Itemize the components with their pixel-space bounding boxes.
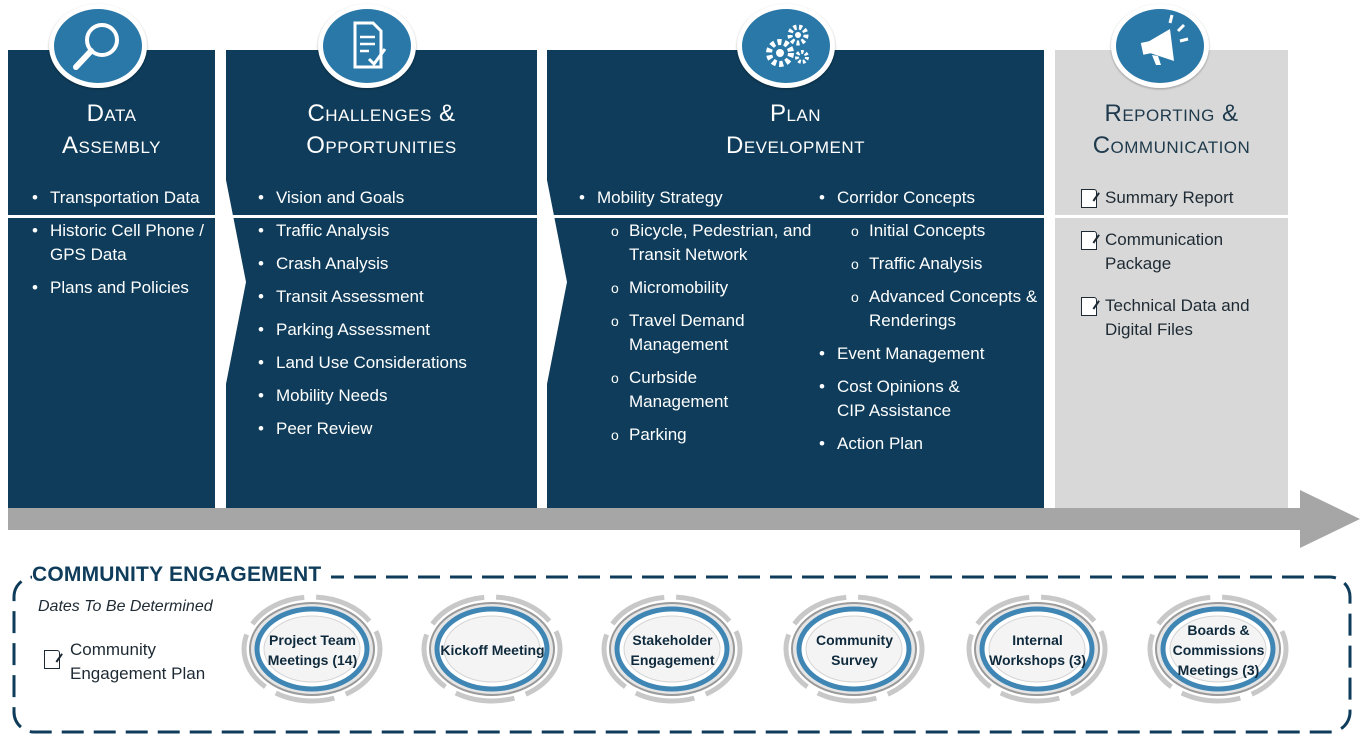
checklist-icon	[318, 4, 416, 88]
list-item: Corridor Concepts	[817, 186, 1041, 210]
chevron-notches	[226, 180, 567, 384]
ring-graphic	[601, 594, 743, 704]
column-plan-development: Plan Development Mobility Strategy Bicyc…	[547, 50, 1044, 508]
meeting-label: Internal Workshops (3)	[989, 631, 1086, 668]
community-engagement-title: COMMUNITY ENGAGEMENT	[32, 563, 332, 587]
list-subitem: Micromobility	[577, 276, 813, 300]
gears-icon	[737, 4, 835, 88]
list-item: Event Management	[817, 342, 1041, 366]
divider	[226, 215, 537, 218]
document-icon	[1081, 189, 1097, 208]
document-icon	[1081, 231, 1097, 250]
meeting-label: Stakeholder Engagement	[630, 631, 715, 668]
list-item: Mobility Needs	[256, 384, 536, 408]
list-item: Crash Analysis	[256, 252, 536, 276]
list-item: Peer Review	[256, 417, 536, 441]
list-subitem: Travel Demand Management	[577, 309, 813, 357]
title-line: Communication	[1092, 132, 1251, 159]
meeting-label: Community Survey	[816, 631, 893, 668]
list-item: Plans and Policies	[30, 276, 210, 300]
item-list-right: Corridor Concepts Initial Concepts Traff…	[817, 186, 1041, 465]
meeting-badge: Kickoff Meeting	[420, 593, 565, 706]
list-item: Transportation Data	[30, 186, 210, 210]
title-line: Development	[725, 132, 866, 159]
column-title: Data Assembly	[8, 98, 215, 162]
list-subitem: Parking	[577, 423, 813, 447]
item-list: Transportation Data Historic Cell Phone …	[30, 186, 210, 309]
column-title: Challenges & Opportunities	[226, 98, 537, 162]
ring-graphic	[966, 594, 1108, 704]
column-data-assembly: Data Assembly Transportation Data Histor…	[8, 50, 215, 508]
list-item: Mobility Strategy	[577, 186, 813, 210]
timeline-arrow	[8, 490, 1360, 548]
list-item: Summary Report	[1081, 186, 1281, 210]
divider	[547, 215, 1044, 218]
ring-graphic	[783, 594, 925, 704]
ring-graphic	[1147, 594, 1289, 704]
meeting-label: Boards & Commissions Meetings (3)	[1172, 621, 1265, 678]
list-item: Vision and Goals	[256, 186, 536, 210]
magnifier-icon	[49, 4, 147, 88]
meeting-badge: Community Survey	[782, 593, 927, 706]
title-line: Challenges &	[307, 100, 456, 127]
ring-graphic	[241, 594, 383, 704]
document-icon	[1081, 297, 1097, 316]
ring-graphic	[421, 594, 563, 704]
title-line: Assembly	[61, 132, 162, 159]
column-reporting: Reporting & Communication Summary Report…	[1055, 50, 1288, 508]
engagement-plan: Community Engagement Plan	[40, 638, 220, 686]
community-engagement-frame	[12, 575, 1352, 734]
list-item: Transit Assessment	[256, 285, 536, 309]
list-item: Traffic Analysis	[256, 219, 536, 243]
title-line: Reporting &	[1104, 100, 1239, 127]
meeting-badge: Project Team Meetings (14)	[240, 593, 385, 706]
document-icon	[44, 650, 60, 669]
item-label: Communication Package	[1105, 230, 1224, 273]
meeting-label: Project Team Meetings (14)	[267, 631, 358, 668]
list-item: Action Plan	[817, 432, 1041, 456]
list-item: Technical Data and Digital Files	[1081, 294, 1281, 342]
meeting-badge: Stakeholder Engagement	[600, 593, 745, 706]
meeting-badge: Boards & Commissions Meetings (3)	[1146, 593, 1291, 706]
list-item: Cost Opinions & CIP Assistance	[817, 375, 987, 423]
list-subitem: Traffic Analysis	[817, 252, 1041, 276]
title-line: Data	[86, 100, 137, 127]
item-list: Vision and Goals Traffic Analysis Crash …	[256, 186, 536, 450]
list-item: Parking Assessment	[256, 318, 536, 342]
item-list-left: Mobility Strategy Bicycle, Pedestrian, a…	[577, 186, 813, 456]
list-subitem: Curbside Management	[577, 366, 779, 414]
item-label: Summary Report	[1105, 188, 1234, 207]
title-line: Plan	[769, 100, 822, 127]
megaphone-icon	[1111, 4, 1209, 88]
item-label: Technical Data and Digital Files	[1105, 296, 1250, 339]
engagement-plan-label: Community Engagement Plan	[70, 640, 206, 683]
list-subitem: Initial Concepts	[817, 219, 1041, 243]
dates-note: Dates To Be Determined	[38, 598, 213, 615]
divider	[8, 215, 215, 218]
title-line: Opportunities	[306, 132, 457, 159]
list-item: Historic Cell Phone / GPS Data	[30, 219, 210, 267]
column-challenges: Challenges & Opportunities Vision and Go…	[226, 50, 537, 508]
meeting-badge: Internal Workshops (3)	[965, 593, 1110, 706]
list-subitem: Advanced Concepts & Renderings	[817, 285, 1041, 333]
divider	[1055, 215, 1288, 218]
meeting-label: Kickoff Meeting	[440, 641, 545, 658]
list-subitem: Bicycle, Pedestrian, and Transit Network	[577, 219, 813, 267]
list-item: Communication Package	[1081, 228, 1281, 276]
list-item: Land Use Considerations	[256, 351, 536, 375]
deliverable-list: Summary Report Communication Package Tec…	[1081, 186, 1281, 360]
column-title: Reporting & Communication	[1055, 98, 1288, 162]
column-title: Plan Development	[547, 98, 1044, 162]
